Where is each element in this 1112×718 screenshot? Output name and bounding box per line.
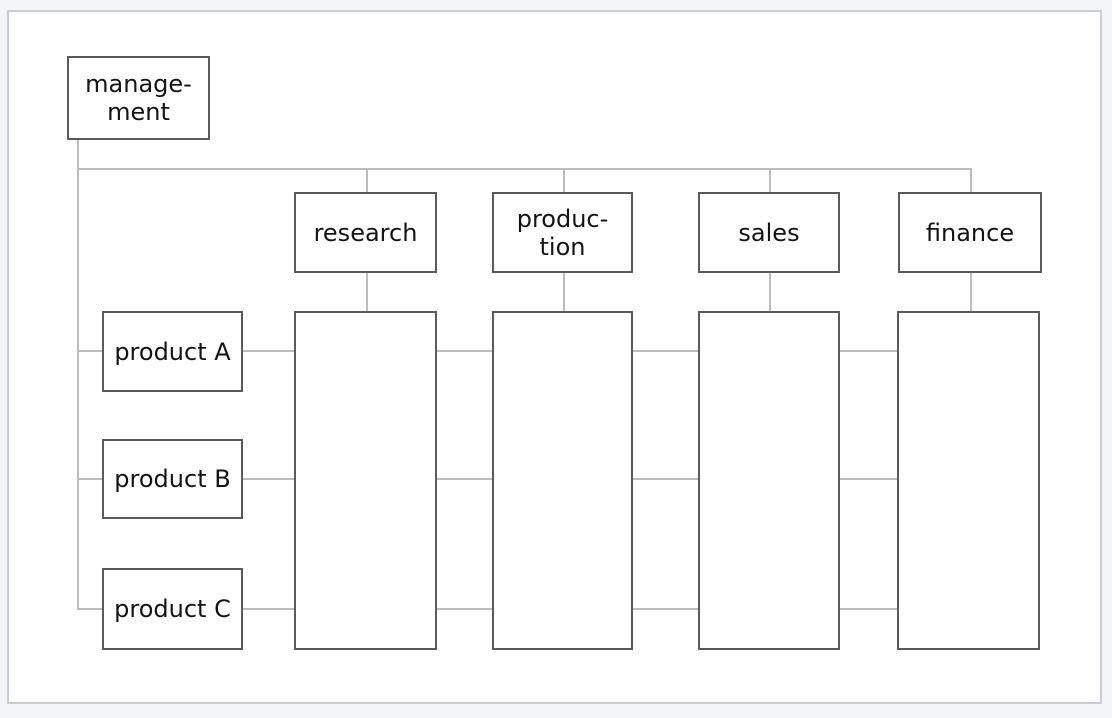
connector-departments-bus [77, 168, 972, 170]
node-product-c: product C [102, 568, 243, 650]
node-product-b: product B [102, 439, 243, 519]
connector-drop-production [563, 168, 565, 194]
connector-drop-finance [970, 168, 972, 194]
node-research: research [294, 192, 437, 273]
matrix-cell-finance [897, 311, 1040, 650]
org-chart-canvas: manage- ment research produc- tion sales… [7, 10, 1102, 704]
node-product-a: product A [102, 311, 243, 392]
connector-production-column [563, 272, 565, 313]
node-finance: finance [898, 192, 1042, 273]
connector-research-column [366, 272, 368, 313]
matrix-cell-sales [698, 311, 840, 650]
matrix-cell-production [492, 311, 633, 650]
connector-sales-column [769, 272, 771, 313]
node-management: manage- ment [67, 56, 210, 140]
matrix-cell-research [294, 311, 437, 650]
connector-drop-sales [769, 168, 771, 194]
node-sales: sales [698, 192, 840, 273]
connector-drop-research [366, 168, 368, 194]
node-production: produc- tion [492, 192, 633, 273]
connector-finance-column [970, 272, 972, 313]
connector-management-trunk [77, 140, 79, 610]
